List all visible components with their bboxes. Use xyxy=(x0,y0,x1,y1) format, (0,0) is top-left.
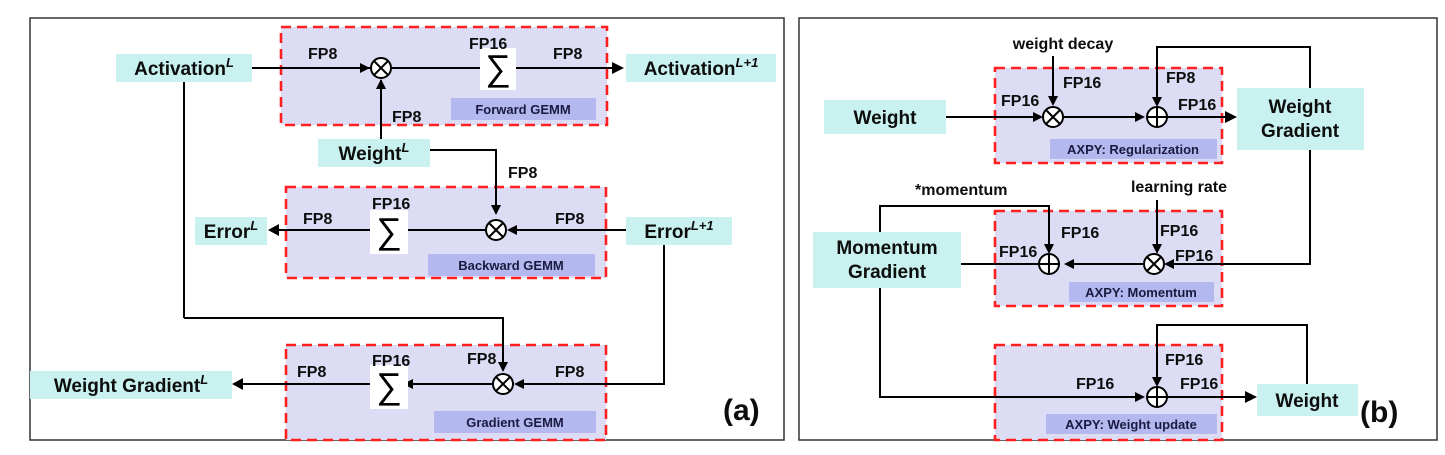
label-b-fp16-update-in: FP16 xyxy=(1076,376,1114,393)
momentum-input-text: *momentum xyxy=(915,182,1007,199)
forward-gemm-tag xyxy=(451,98,596,120)
activation-next-node xyxy=(626,54,776,82)
gradient-sum-icon: ∑ xyxy=(376,365,402,406)
weight-decay-text: weight decay xyxy=(1012,36,1114,53)
weight-gradient-text: Weight GradientL xyxy=(54,372,208,397)
backward-gemm-label: Backward GEMM xyxy=(458,258,563,273)
label-b-fp16-weight-decay: FP16 xyxy=(1063,75,1101,92)
wire-weight-loop xyxy=(1156,324,1308,384)
momentum-add-icon xyxy=(1038,253,1060,275)
label-fp8-activation-out: FP8 xyxy=(553,46,582,63)
weight-gradient-line1: Weight xyxy=(1269,97,1333,118)
learning-rate-text: learning rate xyxy=(1131,179,1227,196)
weight-input-node xyxy=(824,100,946,134)
momentum-tag xyxy=(1069,282,1214,302)
regularization-label: AXPY: Regularization xyxy=(1067,142,1199,157)
weight-update-add-icon xyxy=(1146,386,1168,408)
activation-next-text: ActivationL+1 xyxy=(644,55,759,80)
weight-update-label: AXPY: Weight update xyxy=(1065,417,1197,432)
regularization-multiply-icon xyxy=(1042,106,1064,128)
panel-b-label: (b) xyxy=(1360,396,1398,429)
forward-gemm-label: Forward GEMM xyxy=(475,102,570,117)
error-next-node xyxy=(626,217,732,245)
label-fp8-activation-in: FP8 xyxy=(308,46,337,63)
label-b-fp16-weight-in: FP16 xyxy=(1001,93,1039,110)
label-fp8-weight-forward: FP8 xyxy=(392,109,421,126)
weight-output-text: Weight xyxy=(1276,391,1340,412)
label-fp8-weight-gradient-out: FP8 xyxy=(297,364,326,381)
wire-gradient-momentum-mul xyxy=(1172,150,1311,265)
wire-momentum-loop xyxy=(879,205,1050,247)
weight-gradient-node-b xyxy=(1237,88,1364,150)
label-fp16-backward-sum: FP16 xyxy=(372,196,410,213)
label-b-fp16-reg-out: FP16 xyxy=(1178,97,1216,114)
momentum-multiply-icon xyxy=(1143,253,1165,275)
wire-weight-backward-mul xyxy=(430,149,497,208)
momentum-gradient-line2: Gradient xyxy=(848,262,927,283)
momentum-gradient-node xyxy=(813,232,961,288)
label-fp16-gradient-sum: FP16 xyxy=(372,353,410,370)
activation-node xyxy=(116,54,252,82)
error-text: ErrorL xyxy=(204,218,258,243)
label-b-fp16-mom-out: FP16 xyxy=(999,244,1037,261)
regularization-tag xyxy=(1050,139,1217,159)
weight-update-tag xyxy=(1046,414,1217,434)
backward-sum-icon: ∑ xyxy=(376,210,402,251)
weight-text: WeightL xyxy=(339,140,410,165)
wire-activation-gradient-mul xyxy=(184,317,504,365)
label-fp8-error-out: FP8 xyxy=(303,211,332,228)
regularization-add-icon xyxy=(1146,106,1168,128)
forward-sum-icon: ∑ xyxy=(485,47,511,88)
label-b-fp16-learning-rate: FP16 xyxy=(1160,223,1198,240)
forward-multiply-icon xyxy=(370,57,392,79)
label-fp8-weight-backward: FP8 xyxy=(508,165,537,182)
wire-weight-gradient-loop xyxy=(1156,46,1311,100)
panel-a-label: (a) xyxy=(723,394,760,427)
backward-multiply-icon xyxy=(485,219,507,241)
gradient-sum-box xyxy=(370,365,408,409)
label-fp8-error-in: FP8 xyxy=(555,211,584,228)
label-fp8-error-gradient-in: FP8 xyxy=(555,364,584,381)
label-fp16-forward-sum: FP16 xyxy=(469,36,507,53)
gradient-multiply-icon xyxy=(492,373,514,395)
label-b-fp16-update-out: FP16 xyxy=(1180,376,1218,393)
momentum-label: AXPY: Momentum xyxy=(1085,285,1197,300)
weight-node xyxy=(318,139,430,167)
label-b-fp8-gradient-loop: FP8 xyxy=(1166,70,1195,87)
label-b-fp16-weight-loop: FP16 xyxy=(1165,352,1203,369)
weight-output-node xyxy=(1257,384,1358,416)
error-next-text: ErrorL+1 xyxy=(644,218,713,243)
backward-sum-box xyxy=(370,210,408,254)
wire-error-next-gradient-mul xyxy=(524,245,665,385)
weight-input-text: Weight xyxy=(854,108,918,129)
error-node xyxy=(195,217,267,245)
wire-momentum-weight-update xyxy=(879,288,1138,398)
activation-text: ActivationL xyxy=(134,55,234,80)
label-fp8-activation-gradient: FP8 xyxy=(467,351,496,368)
label-b-fp16-gradient-in: FP16 xyxy=(1175,248,1213,265)
weight-gradient-node xyxy=(30,371,232,399)
gradient-gemm-label: Gradient GEMM xyxy=(466,415,564,430)
backward-gemm-tag xyxy=(428,254,595,276)
forward-sum-box xyxy=(480,48,516,90)
gradient-gemm-tag xyxy=(434,411,596,433)
weight-gradient-line2: Gradient xyxy=(1261,121,1340,142)
label-b-fp16-momentum-in: FP16 xyxy=(1061,225,1099,242)
learning-rate-box xyxy=(1108,172,1250,200)
momentum-gradient-line1: Momentum xyxy=(836,238,937,259)
weight-decay-box xyxy=(983,30,1143,56)
